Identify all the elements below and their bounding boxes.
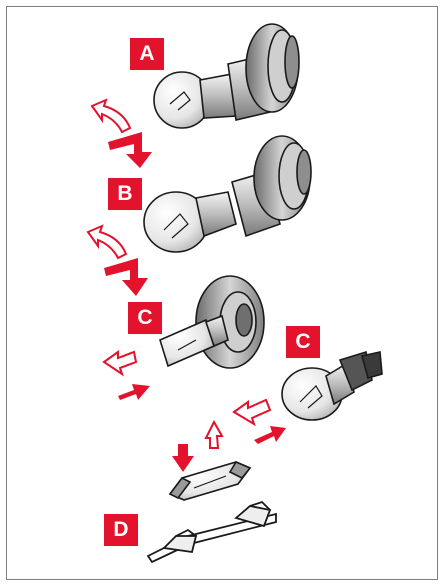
solid-bent-arrow-2 [104,258,148,296]
solid-arrow-right [118,384,150,400]
bulb-c-holder [160,276,264,368]
festoon-holder [148,502,276,562]
label-a: A [130,38,164,70]
label-c-left: C [128,302,162,334]
hollow-arrow-left [104,352,136,374]
solid-bent-arrow-1 [108,132,152,168]
hollow-arrow-up [206,422,222,448]
bulb-c-wedge [282,352,382,420]
label-b: B [108,178,142,210]
hollow-curved-arrow-1 [92,100,130,132]
solid-arrow-down [172,444,194,472]
hollow-curved-arrow-2 [88,226,126,258]
bulb-b [144,136,311,252]
solid-arrow-upright [254,426,286,444]
label-d: D [104,514,138,546]
hollow-arrow-upleft [234,400,270,424]
bulb-a [154,24,299,128]
label-c-right: C [286,326,320,358]
